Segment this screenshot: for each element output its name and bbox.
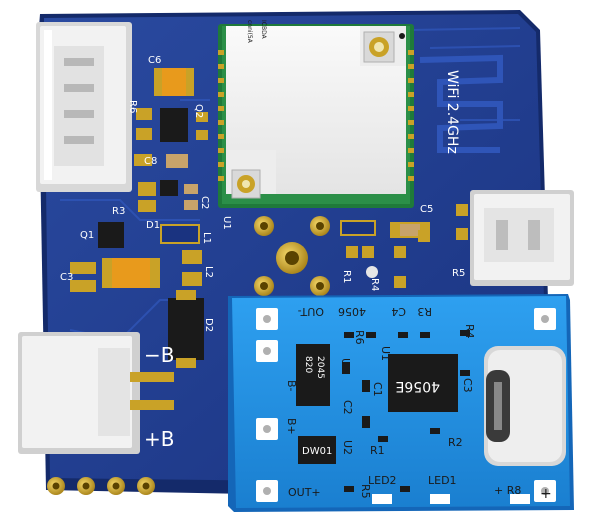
label-r5: R5 (359, 484, 372, 499)
chip-markings: 820 2045 4056E DW01 (302, 356, 440, 457)
label-r2: R2 (448, 436, 463, 449)
smd-components-right (340, 204, 468, 288)
logo-line2: cnni(5A (246, 20, 253, 44)
label-l1: L1 (201, 232, 212, 244)
label-u2: U2 (341, 440, 354, 455)
label-q1: Q1 (80, 230, 94, 241)
label-led2: LED2 (368, 474, 397, 487)
label-r1: R1 (370, 444, 385, 457)
label-led1: LED1 (428, 474, 457, 487)
label-c3: C3 (461, 378, 474, 393)
logo-line1: ICBDA (260, 20, 267, 40)
label-c8: C8 (144, 156, 157, 167)
chip-u1-mark: 4056E (396, 378, 440, 394)
label-c3: C3 (60, 272, 73, 283)
label-out-plus: OUT+ (288, 486, 321, 499)
battery-connector (18, 332, 174, 454)
label-c2: C2 (199, 196, 210, 209)
label-minus-b: −B (144, 343, 174, 367)
usb-c-port-icon (484, 346, 566, 466)
chip-u3-line1: 820 (303, 356, 313, 373)
pin1-dot-icon (399, 33, 405, 39)
through-hole-pads (254, 216, 378, 296)
label-r1: R1 (341, 270, 352, 283)
smd-components-top (70, 68, 208, 368)
label-plus: + (540, 486, 552, 502)
ufl-connector-icon (231, 169, 261, 199)
label-l2: L2 (203, 266, 214, 278)
main-board-silkscreen: C6 R6 Q2 C8 R3 D1 C2 Q1 L1 C3 L2 D2 U1 C… (60, 55, 465, 451)
wifi-frequency-label: WiFi 2.4GHz (444, 70, 460, 154)
label-r8: + R8 (494, 484, 521, 497)
header-pads-bottom (47, 477, 155, 495)
label-r3: R3 (417, 305, 432, 318)
jst-connector-right (470, 190, 574, 286)
label-d1: D1 (146, 220, 160, 231)
label-u3: U3 (339, 358, 352, 373)
label-q2: Q2 (193, 104, 204, 118)
label-out-minus: OUT- (298, 305, 324, 318)
wifi-module: ICBDA cnni(5A (218, 20, 414, 208)
label-c4: C4 (391, 305, 406, 318)
label-u1: U1 (221, 216, 232, 230)
label-r6: R6 (127, 100, 138, 113)
wifi-module-logo: ICBDA cnni(5A (246, 20, 267, 44)
jst-connector-top-left (36, 22, 132, 192)
label-r3: R3 (112, 206, 125, 217)
label-c2: C2 (341, 400, 354, 415)
ufl-connector-icon (363, 31, 395, 63)
charger-module (228, 294, 574, 512)
chip-u3-line2: 2045 (315, 356, 325, 379)
label-b-minus: B- (285, 380, 298, 392)
label-c5: C5 (420, 204, 433, 215)
chip-u2-mark: DW01 (302, 446, 332, 457)
label-u1: U1 (379, 346, 392, 361)
label-r4: R4 (369, 278, 380, 291)
label-d2: D2 (203, 318, 214, 332)
label-r6: R6 (353, 330, 366, 345)
label-plus-b: +B (144, 427, 174, 451)
label-r4: R4 (463, 324, 476, 339)
label-r5: R5 (452, 268, 465, 279)
label-b-plus: B+ (285, 418, 298, 435)
label-c6: C6 (148, 55, 161, 66)
label-c1: C1 (371, 382, 384, 397)
label-4056: 4056 (338, 305, 366, 318)
charger-silkscreen: OUT- 4056 C4 R3 R6 U3 R4 B- C1 C2 C3 U1 … (285, 305, 552, 502)
